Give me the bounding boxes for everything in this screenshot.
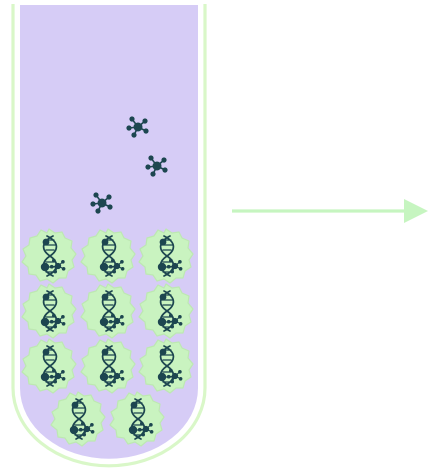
arrow-right-icon (232, 199, 428, 223)
tube-outer-wall (11, 4, 207, 468)
